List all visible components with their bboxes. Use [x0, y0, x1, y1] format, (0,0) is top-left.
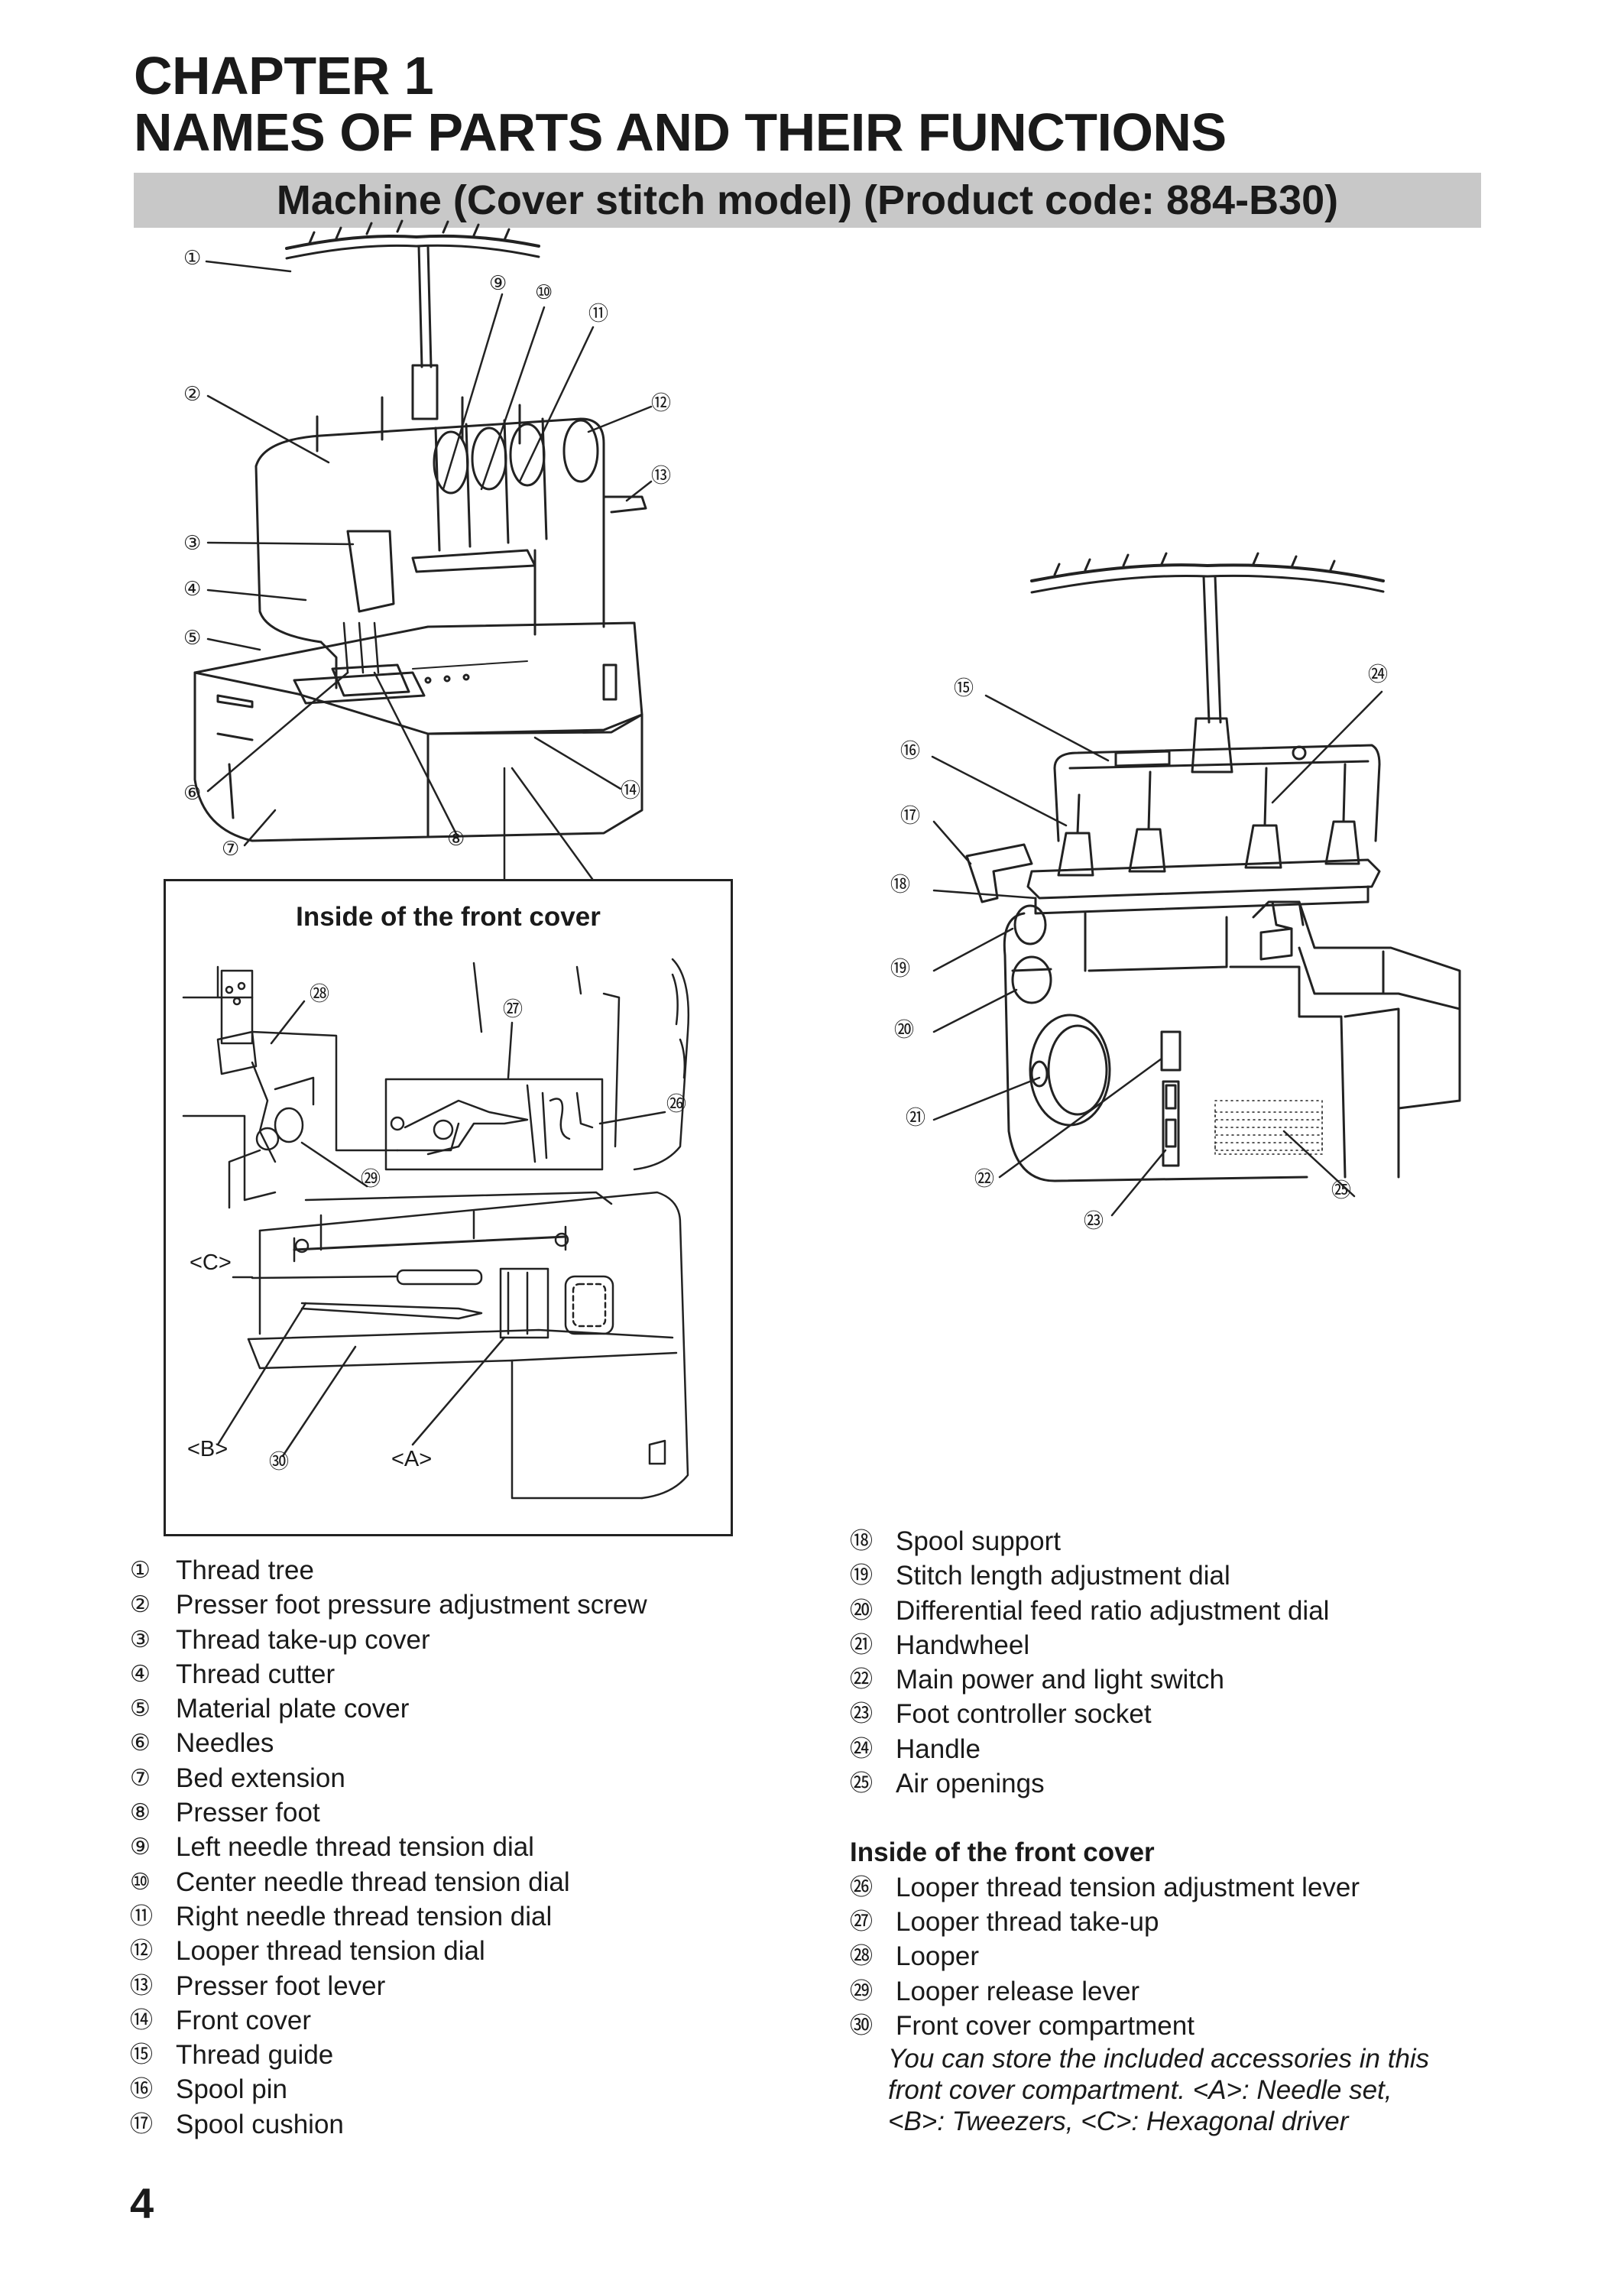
callout-3: ③ — [183, 532, 202, 555]
inset-illustration — [182, 958, 690, 1500]
chapter-title: NAMES OF PARTS AND THEIR FUNCTIONS — [134, 102, 1227, 162]
label-b: <B> — [187, 1437, 229, 1461]
callout-13: ⑬ — [651, 465, 672, 488]
inset-frame — [164, 879, 733, 1536]
chapter-heading: CHAPTER 1 NAMES OF PARTS AND THEIR FUNCT… — [134, 47, 1227, 161]
callout-17: ⑰ — [900, 805, 921, 828]
rear-view-machine — [965, 552, 1461, 1182]
label-c: <C> — [190, 1250, 232, 1275]
callout-18: ⑱ — [890, 874, 911, 897]
callout-30: ㉚ — [269, 1451, 290, 1474]
callout-25: ㉕ — [1331, 1179, 1352, 1202]
chapter-number: CHAPTER 1 — [134, 46, 434, 105]
callout-12: ⑫ — [651, 392, 672, 415]
callout-15: ⑮ — [954, 677, 974, 700]
label-a: <A> — [391, 1447, 433, 1471]
callout-21: ㉑ — [906, 1107, 926, 1130]
callout-5: ⑤ — [183, 627, 202, 650]
callout-8: ⑧ — [447, 828, 465, 851]
front-view-leaders — [205, 260, 653, 881]
page-number: 4 — [130, 2179, 154, 2227]
callout-26: ㉖ — [666, 1093, 687, 1116]
callout-19: ⑲ — [890, 958, 911, 981]
callout-23: ㉓ — [1084, 1210, 1104, 1233]
callout-1: ① — [183, 247, 202, 270]
callout-28: ㉘ — [310, 983, 330, 1006]
callout-10: ⑩ — [535, 281, 553, 304]
callout-24: ㉔ — [1368, 663, 1389, 686]
callout-4: ④ — [183, 578, 202, 601]
callout-14: ⑭ — [621, 780, 641, 803]
callout-27: ㉗ — [503, 998, 524, 1021]
callout-6: ⑥ — [183, 782, 202, 805]
callout-9: ⑨ — [489, 272, 507, 295]
callout-22: ㉒ — [974, 1168, 995, 1191]
callout-29: ㉙ — [361, 1168, 381, 1191]
section-banner: Machine (Cover stitch model) (Product co… — [134, 173, 1481, 228]
rear-view-leaders — [931, 690, 1383, 1217]
inset-title: Inside of the front cover — [296, 902, 601, 932]
storage-note: You can store the included accessories i… — [888, 2044, 1430, 2137]
callout-20: ⑳ — [894, 1019, 915, 1042]
callout-11: ⑪ — [588, 303, 609, 326]
inside-front-cover-heading: Inside of the front cover — [850, 1837, 1155, 1868]
front-view-machine — [193, 219, 647, 842]
callout-16: ⑯ — [900, 740, 921, 763]
callout-7: ⑦ — [222, 838, 240, 861]
callout-2: ② — [183, 383, 202, 406]
